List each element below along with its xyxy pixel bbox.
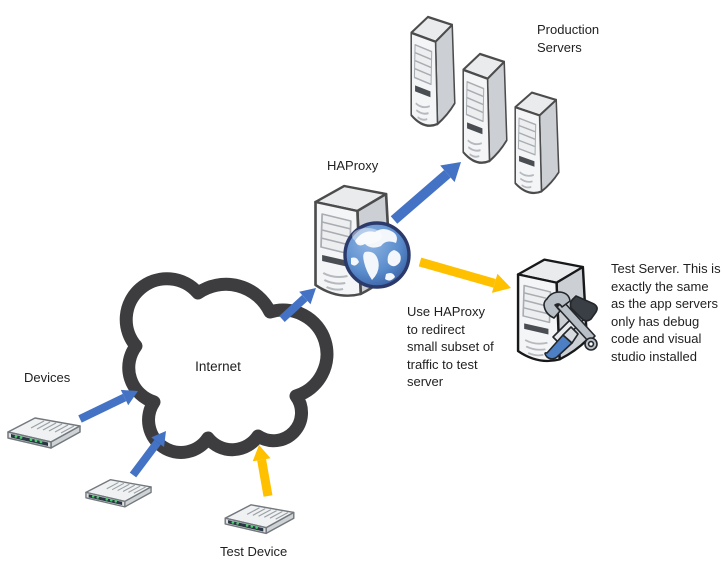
test-device-modem-icon [224, 504, 295, 535]
device-2-modem-icon [85, 479, 152, 508]
globe-icon [343, 221, 411, 289]
redirect-note: Use HAProxy to redirect small subset of … [407, 304, 494, 389]
haproxy-label: HAProxy [327, 158, 379, 173]
arrow-haproxy-to-testserver [418, 257, 511, 293]
test-server-note: Test Server. This is exactly the same as… [611, 261, 721, 364]
production-server-1-icon [410, 15, 456, 127]
device-1-modem-icon [7, 417, 81, 449]
production-server-2-icon [462, 52, 508, 164]
production-servers-label: Production Servers [537, 22, 600, 55]
tools-icon [543, 291, 598, 360]
internet-label: Internet [195, 359, 241, 374]
production-server-3-icon [514, 91, 560, 195]
arrow-haproxy-to-production [390, 162, 461, 224]
test-device-label: Test Device [220, 544, 288, 559]
devices-label: Devices [24, 370, 71, 385]
